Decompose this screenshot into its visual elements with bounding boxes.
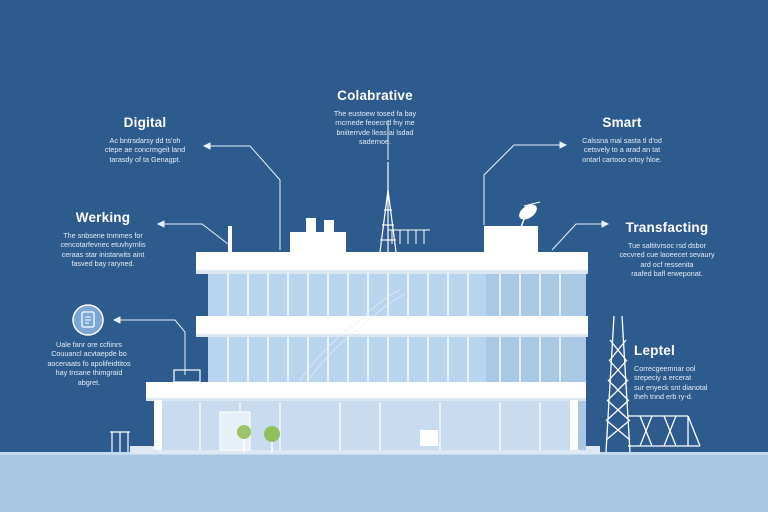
roof-railing — [388, 229, 430, 244]
label-lower-left-line: aocenaats fo apolifeidtitos — [47, 358, 131, 368]
label-digital-title: Digital — [123, 115, 167, 130]
label-transfacting: Transfacting Tue saltitvrsoc rsd dsbor c… — [606, 220, 728, 279]
bench — [420, 430, 438, 446]
label-smart-line: Calssna mal sasta tl d'od — [582, 136, 662, 145]
label-smart-title: Smart — [602, 115, 642, 130]
label-working-line: fasved bay raryned. — [71, 259, 135, 269]
label-leptel-line: Correcgeemnar ool — [634, 364, 696, 373]
rooftop-antenna — [379, 162, 397, 253]
label-transfacting-line: cecvred cue laoeecet sevaury — [619, 250, 715, 260]
label-collaborative-line: rncrnede feoecnd fny me — [335, 118, 415, 128]
label-lower-left-line: hay tnsane thimgraid — [55, 368, 123, 378]
label-leptel: Leptel Correcgeemnar ool srepeciy a erce… — [634, 343, 744, 402]
label-collaborative: Colabrative The eustoew tosed fa bay rnc… — [300, 88, 450, 147]
label-collaborative-line: The eustoew tosed fa bay — [333, 109, 417, 118]
label-digital-line: ctepe ae concrmgeit land — [104, 145, 186, 155]
label-working-line: ceraas star inistarwits aint — [61, 249, 145, 259]
connector-lines — [112, 120, 610, 375]
label-smart-line: cetsvely to a arad an tat — [583, 145, 661, 155]
roof-unit — [290, 232, 346, 254]
label-collaborative-line: sadernoe. — [359, 137, 391, 147]
label-transfacting-title: Transfacting — [625, 220, 709, 235]
roof-slab — [196, 252, 588, 272]
side-fence — [110, 431, 130, 452]
label-working-line: cencotarfevnec etuvhyrnlis — [60, 240, 146, 250]
trees — [237, 425, 280, 452]
label-leptel-title: Leptel — [634, 343, 675, 358]
satellite-dish — [519, 201, 541, 231]
label-digital-line: Ac bntrsdarsy dd ts'oh — [109, 136, 181, 145]
label-lower-left-line: Couuancl acvtaepde bo — [51, 349, 127, 359]
label-digital: Digital Ac bntrsdarsy dd ts'oh ctepe ae … — [80, 115, 210, 164]
label-collaborative-line: bniiterrvde lleas ai lsdad — [336, 127, 414, 137]
building — [110, 162, 600, 454]
label-transfacting-line: ard ocf ressenita — [640, 259, 694, 269]
canopy-slab — [146, 382, 586, 400]
label-lower-left: Uale fanr ore ccfiinrs Couuancl acvtaepd… — [30, 340, 148, 387]
label-smart-line: ontarl cartooo ortoy hloe. — [582, 154, 662, 164]
lattice-tower — [605, 315, 701, 453]
label-transfacting-line: Tue saltitvrsoc rsd dsbor — [627, 241, 707, 250]
label-lower-left-line: abgret. — [77, 377, 101, 387]
label-collaborative-title: Colabrative — [337, 88, 413, 103]
ground — [0, 452, 768, 512]
label-working-line: The snbsene tnmmes for — [63, 231, 143, 240]
floor-slab — [196, 316, 588, 336]
document-shield-icon — [72, 304, 104, 336]
window-mullions — [227, 272, 561, 384]
label-leptel-line: srepeciy a ercerat — [634, 373, 692, 383]
interior-stairs — [299, 289, 406, 385]
label-lower-left-line: Uale fanr ore ccfiinrs — [56, 340, 122, 349]
label-working: Werking The snbsene tnmmes for cencotarf… — [40, 210, 166, 269]
label-digital-line: tarasdy of ta Genagpt. — [109, 154, 181, 164]
label-leptel-line: theh tnnd erb ry-d. — [634, 392, 693, 402]
label-leptel-line: sur enyeck snt dianotal — [634, 382, 708, 392]
rail-box — [173, 369, 201, 383]
label-transfacting-line: raafed bafl erweponat. — [631, 269, 703, 279]
label-working-title: Werking — [75, 210, 131, 225]
label-smart: Smart Calssna mal sasta tl d'od cetsvely… — [558, 115, 686, 164]
